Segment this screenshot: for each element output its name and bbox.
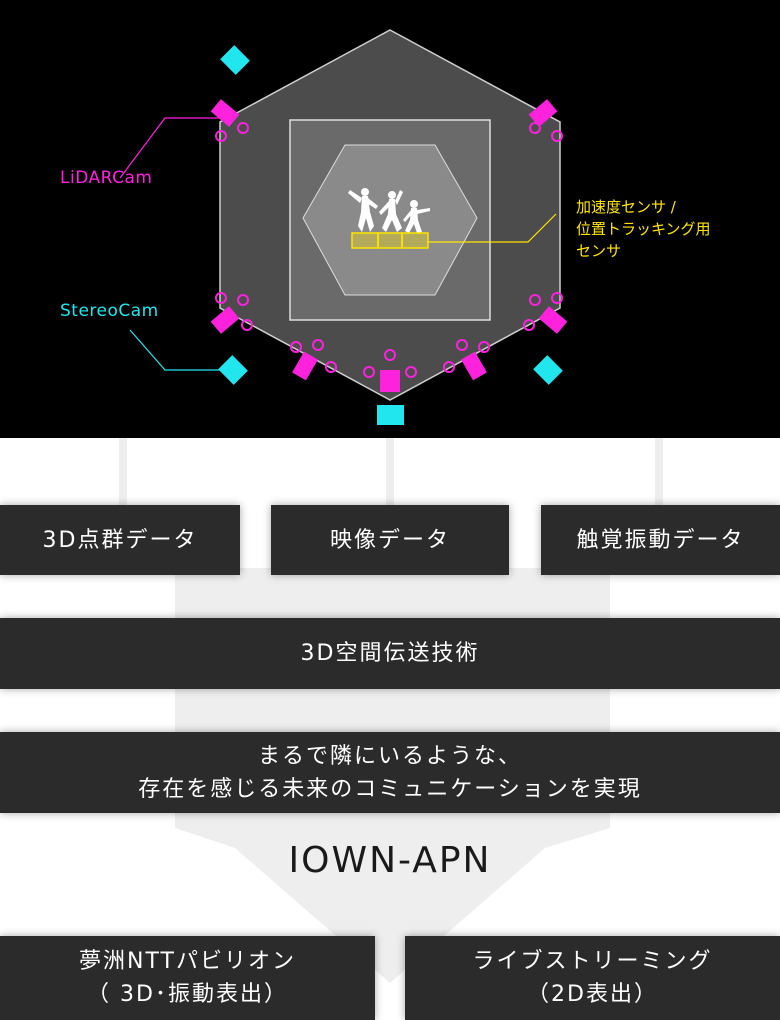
sensor-leader-line: [428, 213, 557, 243]
point-cloud-data-box: 3D点群データ: [0, 505, 240, 575]
live-streaming-output-box: ライブストリーミング （2D表出）: [405, 936, 780, 1020]
yumeshima-output-box: 夢洲NTTパビリオン （ 3D･振動表出）: [0, 936, 375, 1020]
communication-line-1: まるで隣にいるような、: [257, 743, 522, 769]
haptic-data-label: 触覚振動データ: [576, 527, 745, 553]
video-data-label: 映像データ: [329, 527, 450, 553]
lidar-camera-mid-right: [538, 306, 568, 334]
stereo-leader-line: [129, 329, 222, 371]
lidar-camera-top-right: [528, 99, 558, 127]
lidar-camera-lower-right: [461, 351, 487, 381]
live-line-1: ライブストリーミング: [472, 949, 713, 974]
lidar-ring-icons: [215, 122, 563, 378]
stage-svg: [119, 29, 568, 425]
stereo-camera-bottom-right: [533, 355, 563, 385]
sensor-label: 加速度センサ / 位置トラッキング用 センサ: [576, 196, 711, 262]
lidar-camera-lower-left: [292, 351, 318, 381]
lidar-camera-lower-center: [380, 370, 400, 392]
transfer-tech-box: 3D空間伝送技術: [0, 618, 780, 689]
yumeshima-line-1: 夢洲NTTパビリオン: [79, 949, 296, 974]
performer-silhouettes-icon: [348, 188, 430, 233]
network-label: IOWN-APN: [288, 840, 492, 881]
yumeshima-line-2: （ 3D･振動表出）: [87, 982, 288, 1007]
sensor-label-line-3: センサ: [576, 242, 622, 260]
transfer-tech-label: 3D空間伝送技術: [300, 641, 480, 666]
stereo-camera-top-left: [220, 45, 250, 75]
lidar-camera-label: LiDARCam: [60, 168, 153, 188]
lidar-leader-line: [119, 117, 222, 179]
stereo-camera-label: StereoCam: [60, 301, 159, 321]
lidar-camera-mid-left: [210, 306, 240, 334]
sensor-label-line-2: 位置トラッキング用: [576, 220, 711, 238]
point-cloud-data-label: 3D点群データ: [42, 527, 198, 553]
sensor-label-line-1: 加速度センサ /: [576, 198, 676, 216]
lidar-camera-icons: [210, 99, 568, 392]
communication-line-2: 存在を感じる未来のコミュニケーションを実現: [138, 776, 642, 802]
stereo-camera-bottom-center: [377, 405, 404, 425]
stereo-camera-bottom-left: [218, 355, 248, 385]
live-line-2: （2D表出）: [527, 982, 658, 1007]
communication-box: まるで隣にいるような、 存在を感じる未来のコミュニケーションを実現: [0, 732, 780, 813]
video-data-box: 映像データ: [271, 505, 509, 575]
lidar-camera-top-left: [210, 99, 240, 127]
stereo-camera-icons: [218, 45, 563, 425]
sensor-highlight-boxes: [351, 232, 429, 249]
haptic-data-box: 触覚振動データ: [541, 505, 780, 575]
stage-capture-diagram: LiDARCam StereoCam 加速度センサ / 位置トラッキング用 セン…: [0, 0, 780, 438]
